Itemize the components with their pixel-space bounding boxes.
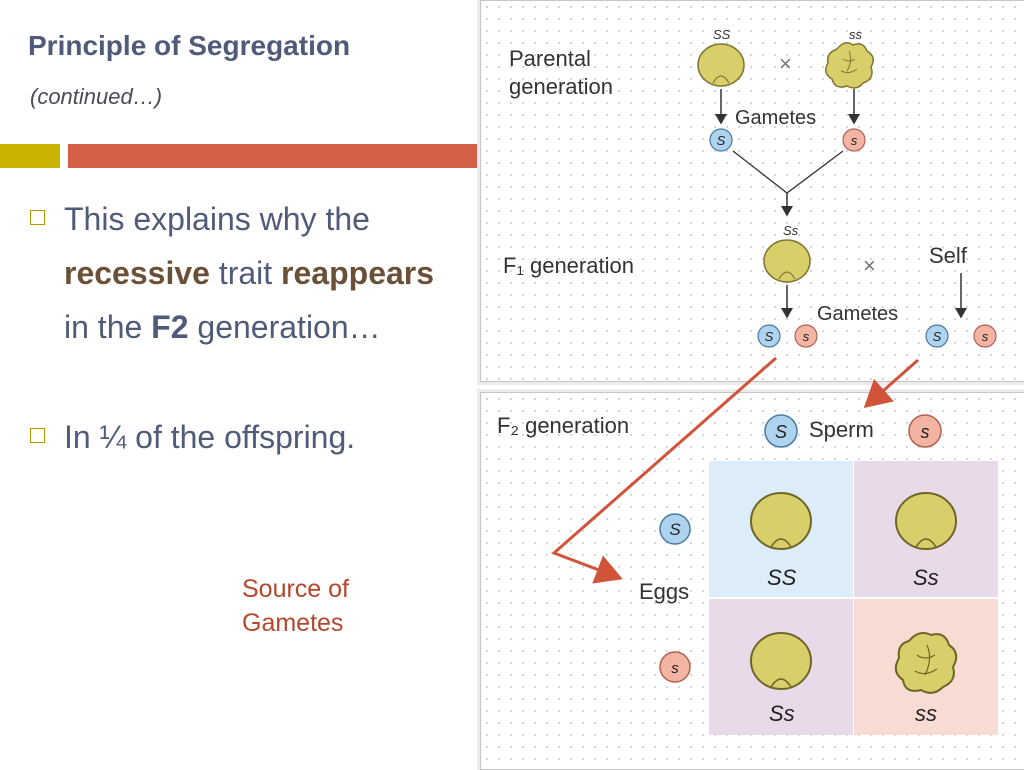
wrinkled-pea-icon [894, 632, 958, 694]
cross-symbol-2: × [863, 253, 876, 278]
svg-text:S: S [775, 422, 787, 442]
self-label: Self [929, 243, 967, 268]
sperm-dominant-icon [764, 414, 798, 448]
bullet-emphasis-f2: F2 [151, 309, 189, 345]
gamete-dominant-icon [925, 324, 949, 348]
bullet-text: trait [218, 255, 273, 291]
sperm-recessive-icon [908, 414, 942, 448]
gamete-recessive-label: s [851, 133, 858, 148]
source-note: Source of Gametes [242, 572, 349, 640]
cell-genotype: ss [915, 701, 937, 726]
parent2-genotype: ss [849, 27, 862, 42]
accent-bar-yellow [0, 144, 60, 168]
eggs-label: Eggs [639, 579, 690, 604]
f1-generation-label: F₁ generation [503, 253, 634, 278]
svg-text:S: S [765, 329, 774, 344]
parental-generation-label: Parental generation [509, 45, 613, 101]
wrinkled-pea-icon [825, 42, 874, 89]
round-pea-icon [697, 43, 745, 87]
svg-text:S: S [669, 520, 681, 539]
cell-genotype: Ss [769, 701, 795, 726]
gamete-dominant-label: S [717, 133, 726, 148]
egg-dominant-icon [659, 513, 691, 545]
cell-genotype: Ss [913, 565, 939, 590]
gametes-label: Gametes [735, 107, 817, 129]
gamete-dominant-icon [757, 324, 781, 348]
parental-label-line2: generation [509, 74, 613, 99]
bullet-list: This explains why the recessive trait re… [26, 192, 466, 464]
bullet-box-icon [30, 428, 45, 443]
f2-punnett-panel: F₂ generation Sperm Eggs SS Ss Ss ss S s… [480, 392, 1024, 770]
parental-label-line1: Parental [509, 46, 591, 71]
bullet-1: This explains why the recessive trait re… [26, 192, 466, 354]
svg-text:s: s [982, 329, 989, 344]
gametes-label-2: Gametes [817, 303, 899, 325]
bullet-text: in the [64, 309, 143, 345]
parent1-genotype: SS [713, 27, 731, 42]
note-line-2: Gametes [242, 609, 344, 637]
gamete-dominant-icon [709, 128, 733, 152]
egg-source-arrow [551, 356, 777, 584]
bullet-emphasis-recessive: recessive [64, 255, 210, 291]
bullet-emphasis-reappears: reappears [281, 255, 435, 291]
bullet-box-icon [30, 210, 45, 225]
svg-text:S: S [933, 329, 942, 344]
bullet-2: In ¼ of the offspring. [26, 410, 466, 464]
gamete-recessive-icon [973, 324, 997, 348]
gamete-recessive-icon [794, 324, 818, 348]
bullet-text: In ¼ of the offspring. [64, 419, 356, 455]
svg-text:s: s [671, 660, 679, 677]
round-pea-icon [895, 492, 957, 550]
slide-title: Principle of Segregation [28, 30, 351, 61]
punnett-square-graphic: S s S s [659, 414, 958, 694]
svg-text:s: s [921, 422, 930, 442]
sperm-source-arrow [863, 358, 919, 408]
parental-cross-panel: Parental generation SS ss × Gametes Ss F… [480, 0, 1024, 382]
cell-genotype: SS [767, 565, 797, 590]
f1-genotype: Ss [783, 223, 799, 238]
round-pea-icon [750, 492, 812, 550]
svg-text:s: s [803, 329, 810, 344]
accent-bar-red [68, 144, 480, 168]
note-line-1: Source of [242, 575, 350, 603]
sperm-label: Sperm [809, 417, 874, 442]
gamete-recessive-icon [842, 128, 866, 152]
f2-generation-label: F₂ generation [497, 413, 630, 438]
bullet-text: generation… [197, 309, 381, 345]
slide-subtitle: (continued…) [30, 84, 163, 109]
cross-symbol: × [779, 51, 792, 76]
parental-cross-graphic: S s S s S s [697, 42, 997, 348]
egg-recessive-icon [659, 651, 691, 683]
round-pea-icon [750, 632, 812, 690]
bullet-text: This explains why the [64, 201, 370, 237]
f1-round-pea-icon [763, 239, 811, 283]
